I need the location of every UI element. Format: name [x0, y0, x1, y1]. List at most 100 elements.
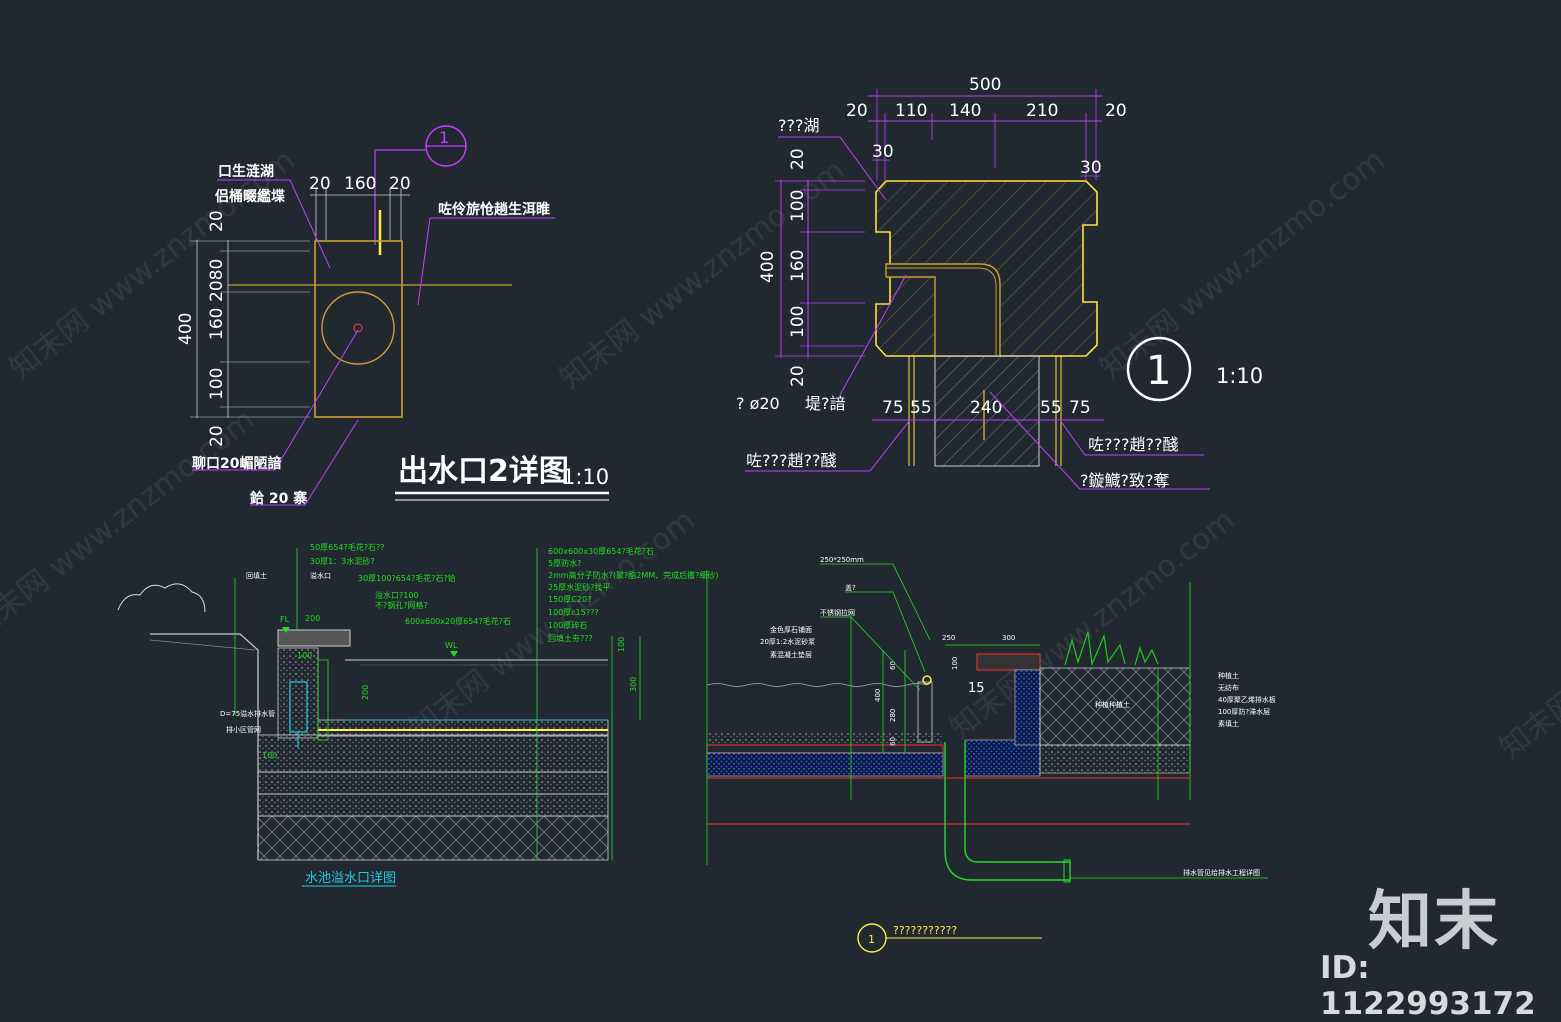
dim-bottom: 75 — [882, 398, 904, 418]
label: 口生涟湖 — [218, 163, 274, 180]
label: 素填土 — [1218, 719, 1239, 728]
dim: 15 — [968, 681, 985, 696]
dim: 100 — [951, 657, 959, 670]
dim-left: 20 — [207, 425, 227, 447]
dim-left: 100 — [207, 368, 227, 400]
label: 鉿 20 寨 — [250, 490, 308, 507]
dim-left: 20 — [788, 148, 808, 170]
note: 150厚C20? — [548, 595, 591, 604]
planter-coping — [976, 653, 1041, 671]
dim: 60 — [889, 661, 897, 670]
plant-icon — [1064, 631, 1126, 667]
note: 30厚100?654?毛花?石?铪 — [358, 573, 456, 583]
dim-label: WL — [445, 641, 458, 650]
section-1: 500 20 110 140 210 20 30 30 400 20 100 1… — [736, 75, 1263, 490]
label: 回填土 — [246, 571, 267, 580]
dim-top: 20 — [846, 101, 868, 121]
watermark: 知末网 www.znzmo.com — [1493, 523, 1561, 767]
planting-soil-label: 种植种植土 — [1095, 700, 1130, 709]
label: 无纺布 — [1218, 683, 1239, 692]
drain-note: 排水管见给排水工程详图 — [1183, 868, 1260, 877]
dim-bottom: 55 — [910, 398, 932, 418]
label: 种植土 — [1218, 671, 1239, 680]
detail-scale: 1:10 — [562, 465, 609, 489]
label: ?鏇鱵?致?奪 — [1080, 471, 1169, 490]
watermark: 知末网 www.znzmo.com — [1093, 143, 1391, 387]
dim-left: 100 — [788, 306, 808, 338]
label: ???湖 — [778, 116, 819, 135]
dim-top-total: 500 — [969, 75, 1001, 95]
dim-left: 160 — [207, 308, 227, 340]
label: 堤?諳 — [805, 394, 846, 413]
dim-label: 100 — [262, 751, 277, 760]
detail-title: 水池溢水口详图 — [305, 871, 396, 886]
dim-left: 20 — [788, 365, 808, 387]
dim-top: 110 — [895, 101, 927, 121]
dim-top: 20 — [309, 174, 331, 194]
note: 不?钢孔?网格? — [375, 600, 428, 610]
label: ? ø20 — [736, 394, 780, 413]
detail-title: 出水口2详图 — [398, 454, 569, 489]
dim-label: 300 — [629, 677, 638, 692]
note: 回填土夯??? — [548, 633, 593, 643]
brand-logo: 知末 — [1368, 885, 1500, 959]
dim-left-total: 400 — [176, 313, 196, 345]
dim-top: 140 — [949, 101, 981, 121]
dim: 60 — [889, 737, 897, 746]
label: 素混凝土垫层 — [770, 650, 812, 659]
dim-label: 100 — [297, 651, 312, 660]
dim-label: 200 — [305, 614, 320, 623]
label: 金色厚石铺面 — [770, 625, 812, 634]
note: 600x600x30厚654?毛花?石 — [548, 546, 654, 556]
label: 咗???趙??醆 — [746, 451, 836, 470]
label: 咗???趙??醆 — [1088, 435, 1178, 454]
section-scale: 1:10 — [1216, 364, 1263, 388]
brand-id: ID: 1122993172 — [1320, 950, 1536, 1022]
compacted-soil — [257, 815, 609, 861]
coping-stone — [277, 629, 351, 647]
dim: 250 — [942, 634, 955, 642]
label: 20厚1:2水泥砂浆 — [760, 637, 815, 646]
dim-left: 160 — [788, 250, 808, 282]
dim-left: 100 — [788, 190, 808, 222]
outlet-pipe — [885, 263, 1001, 357]
dim-label: 200 — [361, 685, 370, 700]
detail-outlet2: 1 20 160 20 400 20 2080 160 100 20 — [176, 125, 609, 507]
label: 不锈钢拉网 — [820, 608, 855, 617]
dim-30-right: 30 — [1080, 158, 1102, 178]
dim: 280 — [889, 709, 897, 722]
dim-top: 20 — [389, 174, 411, 194]
gravel-layer — [706, 752, 944, 777]
dim-top: 20 — [1105, 101, 1127, 121]
note: 100厚c15??? — [548, 608, 599, 617]
dim-left: 2080 — [207, 259, 227, 302]
callout-number: 1 — [439, 128, 449, 147]
dim: 400 — [874, 689, 882, 702]
note: 600x600x20厚654?毛花?石 — [405, 616, 511, 626]
dim-label: 100 — [617, 637, 626, 652]
dim-left-total: 400 — [758, 251, 778, 283]
dim-bottom: 240 — [970, 398, 1002, 418]
dim-left: 20 — [207, 210, 227, 232]
note: 5厚防水? — [548, 558, 581, 568]
dim-label: FL — [280, 615, 290, 624]
caption-number: 1 — [868, 933, 875, 946]
note: 2mm高分子防水?(聚?酯2MM、完成后撒?细砂) — [548, 570, 719, 580]
label: 咗伶旂怆趟生洱睢 — [438, 201, 550, 218]
dim-top: 210 — [1026, 101, 1058, 121]
shrub-icon — [117, 583, 206, 613]
note: 50厚654?毛花?石?? — [310, 542, 384, 552]
outlet-hole — [321, 291, 395, 365]
note: 25厚水泥砂?找平 — [548, 582, 610, 592]
dim-bottom: 55 — [1040, 398, 1062, 418]
caption-text: ??????????? — [893, 924, 957, 937]
note: 30厚1：3水泥砂? — [310, 556, 375, 566]
label: 盖? — [845, 583, 856, 592]
note: 溢水口 — [310, 571, 331, 580]
planter-section: 种植种植土 250 300 100 400 280 60 60 15 250*2… — [706, 556, 1276, 953]
label: 排小区管网 — [226, 725, 261, 734]
lower-wall — [934, 355, 1040, 467]
label: 100厚防?滞水层 — [1218, 707, 1270, 716]
outlet-body — [314, 240, 403, 418]
